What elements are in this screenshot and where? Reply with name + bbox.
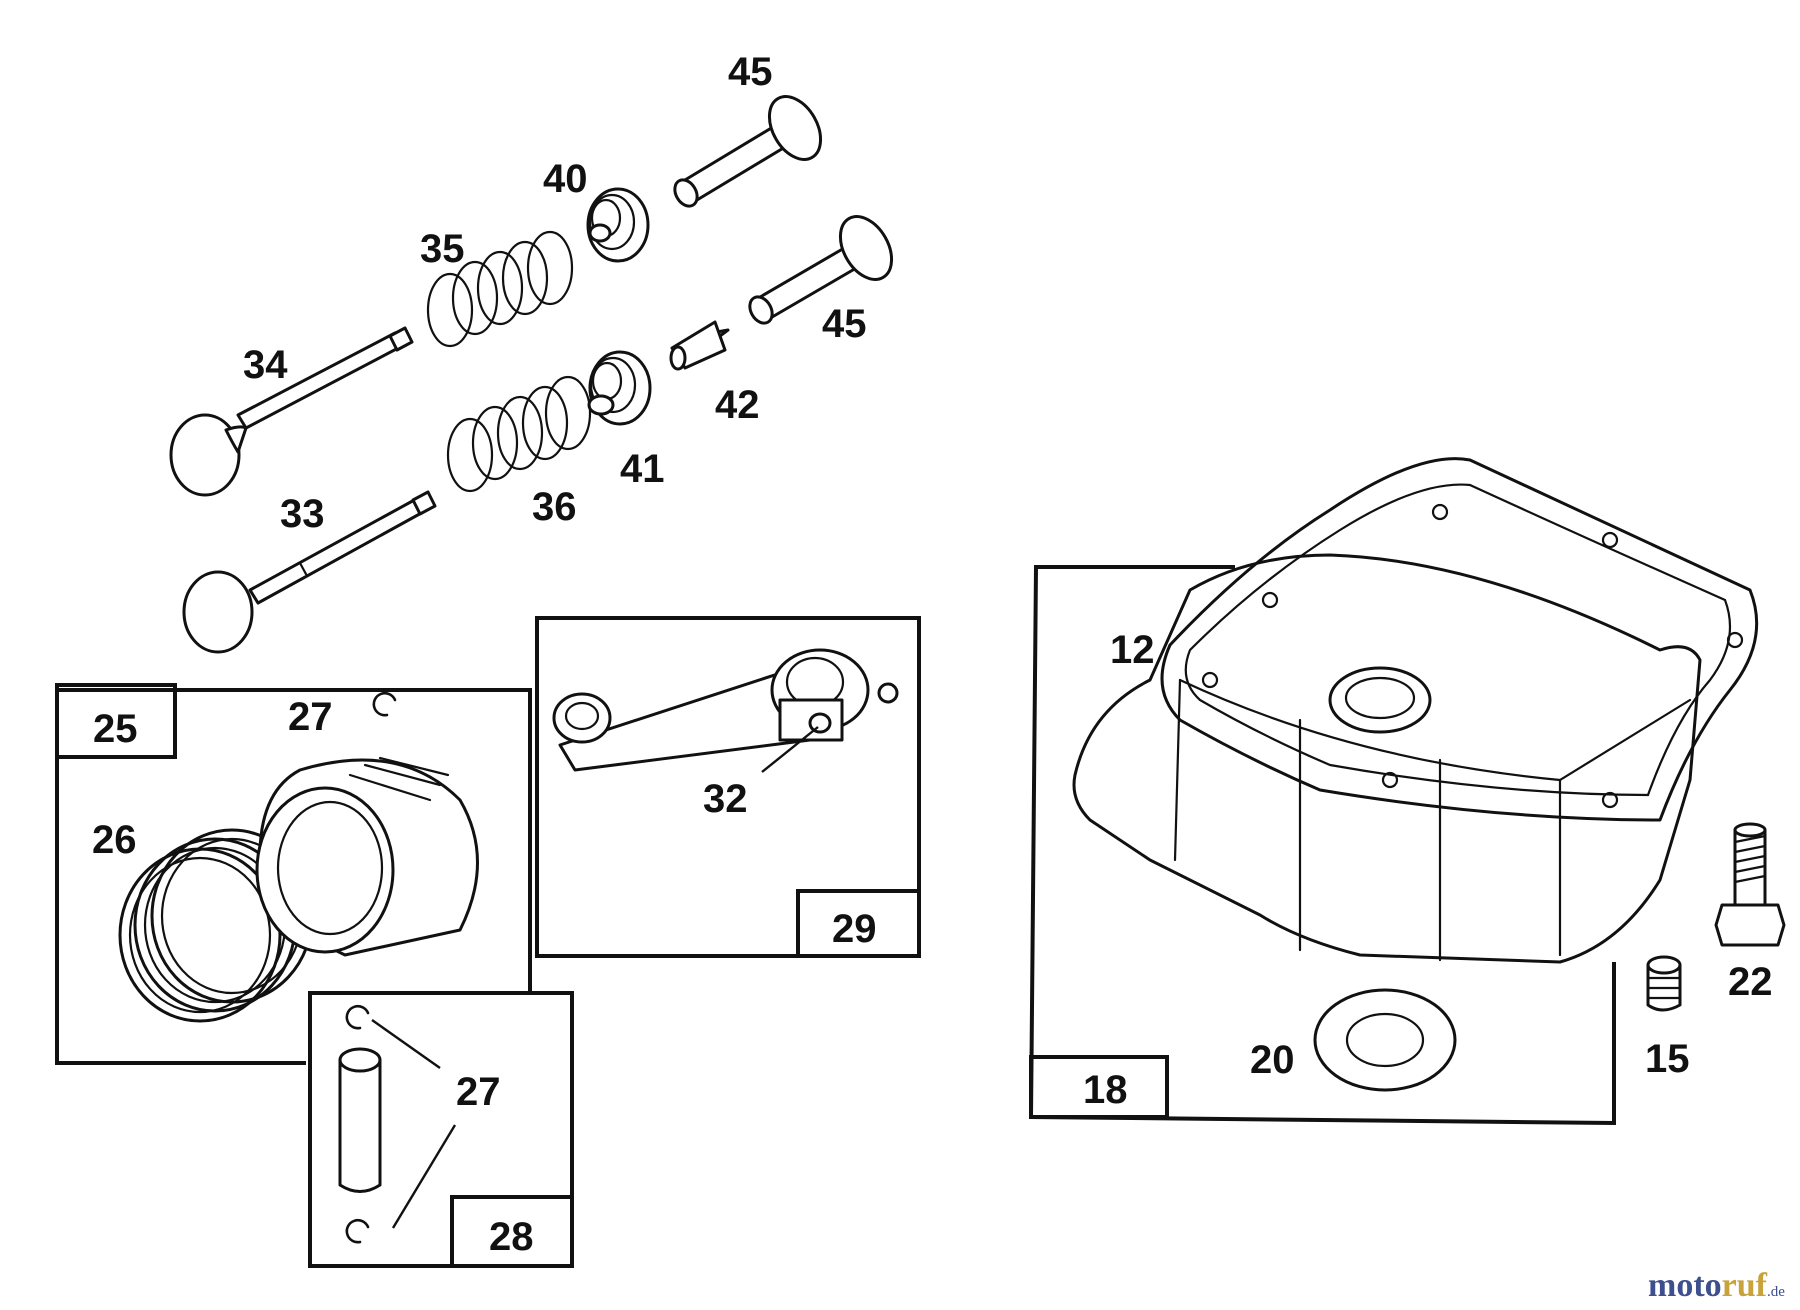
engine-sump — [1072, 553, 1702, 964]
watermark-part-3: .de — [1767, 1284, 1785, 1300]
valve-intake — [182, 490, 437, 654]
piston — [255, 756, 479, 957]
valve-exhaust — [169, 326, 414, 497]
label-34: 34 — [243, 343, 288, 387]
label-41: 41 — [620, 447, 665, 491]
connecting-rod — [552, 648, 899, 773]
piston-pin-clips — [345, 1004, 457, 1244]
label-42: 42 — [715, 383, 760, 427]
piston-pin — [338, 1047, 382, 1193]
label-22: 22 — [1728, 960, 1773, 1004]
spring-retainer-lower — [587, 350, 652, 426]
label-27-lower: 27 — [456, 1070, 501, 1114]
label-32: 32 — [703, 777, 748, 821]
watermark-logo: motoruf.de — [1648, 1267, 1785, 1304]
piston-rings — [118, 828, 314, 1023]
label-12: 12 — [1110, 628, 1155, 672]
label-28: 28 — [489, 1215, 534, 1259]
label-45-upper: 45 — [728, 50, 773, 94]
piston-group-frame — [55, 683, 532, 1065]
piston-pin-clip-upper — [372, 691, 397, 717]
sump-frame — [1028, 565, 1616, 1126]
tappet-lower — [748, 215, 894, 325]
connecting-rod-frame — [535, 616, 921, 958]
label-35: 35 — [420, 227, 465, 271]
sump-gasket — [1160, 457, 1759, 822]
oil-seal — [1313, 988, 1457, 1092]
valve-spring-upper — [426, 230, 574, 348]
piston-pin-frame — [308, 991, 574, 1268]
label-29: 29 — [832, 907, 877, 951]
watermark-part-1: moto — [1648, 1267, 1722, 1304]
sump-bearing-boss — [1328, 666, 1432, 734]
tappet-upper — [673, 95, 823, 208]
label-36: 36 — [532, 485, 577, 529]
valve-keeper — [669, 320, 730, 371]
sump-bolt — [1714, 822, 1786, 947]
label-33: 33 — [280, 492, 325, 536]
drain-plug — [1646, 955, 1682, 1012]
watermark-part-2: ruf — [1722, 1267, 1768, 1304]
valve-spring-lower — [446, 375, 592, 493]
label-40: 40 — [543, 157, 588, 201]
label-18: 18 — [1083, 1068, 1128, 1112]
label-45-lower: 45 — [822, 302, 867, 346]
label-15: 15 — [1645, 1037, 1690, 1081]
label-20: 20 — [1250, 1038, 1295, 1082]
label-26: 26 — [92, 818, 137, 862]
label-25: 25 — [93, 707, 138, 751]
label-27-upper: 27 — [288, 695, 333, 739]
spring-retainer-upper — [586, 187, 650, 263]
